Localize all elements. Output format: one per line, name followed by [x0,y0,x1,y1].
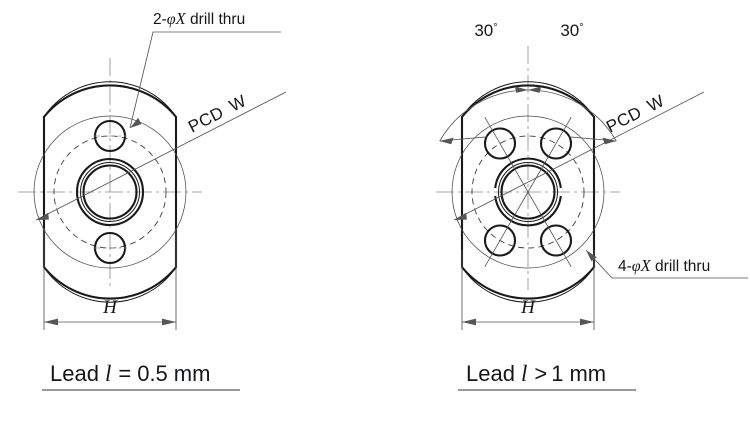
right-width-dimension-label: H [520,297,536,318]
right-bore-inner-circle [500,164,556,220]
left-bore-mid-circle [80,162,140,222]
right-angle-ext-right [568,136,617,142]
right-angle-ext-left [439,136,488,142]
right-center-lines [436,46,620,290]
right-hole-radial-lines [484,117,572,267]
right-radial-line-top-left [484,117,529,193]
left-center-bore [75,157,145,227]
left-dim-arrow-left [44,318,58,326]
right-angle-arc-right [527,89,617,142]
right-width-dimension: H [461,250,595,330]
right-drill-hole-top-right [539,127,573,160]
right-angle-label-left: 30° [474,21,497,40]
left-top-chamfer-line [46,81,174,113]
right-hole-callout-leader [585,249,748,279]
right-drill-hole-bottom-left [483,224,517,257]
left-drill-holes [93,119,127,265]
right-radial-line-top-right [527,117,572,193]
left-pcd-leader-line [35,91,287,221]
left-pcd-circle [53,135,167,249]
left-bore-outer-circle [75,157,145,227]
right-pcd-label: PCDW [603,91,667,136]
left-hole-callout-leader [129,31,281,129]
right-pcd-circle [471,135,585,249]
left-bottom-chamfer-line [46,271,174,303]
right-bottom-chamfer-line [464,271,592,303]
right-dim-arrow-right [580,318,594,326]
right-drill-hole-top-left [483,127,517,160]
left-dim-arrow-right [162,318,176,326]
right-angle-arc-left [439,89,529,142]
left-hole-callout: 2-φX drill thru [129,9,281,129]
right-drill-hole-bottom-right [539,224,573,257]
right-hole-callout: 4-φX drill thru [585,249,748,279]
right-flange-view: 30° 30° PCDW 4-φX drill thru H [436,21,748,330]
left-pcd-arrowhead [36,212,49,220]
left-flange-view: 2-φX drill thru PCDW H [18,9,287,330]
left-hole-callout-arrowhead [130,117,142,128]
right-hole-callout-label: 4-φX drill thru [618,256,710,275]
right-outer-construction-circle [451,115,605,269]
left-width-dimension-label: H [102,297,118,318]
right-dim-arrow-left [462,318,476,326]
right-radial-line-bottom-left [484,191,529,267]
left-outer-construction-circle [33,115,187,269]
left-bore-inner-circle [82,164,138,220]
right-bore-mid-circle [498,162,558,222]
left-center-lines [18,58,202,290]
right-radial-line-bottom-right [527,191,572,267]
right-top-chamfer-line [464,81,592,113]
right-bore-outer-arc-bottom [494,195,562,227]
right-angle-arrow-right-inner [528,86,542,93]
right-angle-arrow-left-inner [514,86,528,93]
right-drill-holes [483,127,573,257]
right-center-bore [494,157,562,227]
left-hole-callout-label: 2-φX drill thru [153,9,245,28]
left-width-dimension: H [43,228,177,330]
right-angle-dimensions: 30° 30° [439,21,617,145]
right-pcd-leader-line [453,91,705,221]
right-angle-label-right: 30° [560,21,583,40]
left-pcd-callout: PCDW [35,91,287,221]
right-bore-outer-arc-top [494,157,562,189]
left-pcd-label: PCDW [185,91,249,136]
right-pcd-arrowhead [454,212,467,220]
right-angle-arrow-left-outer [439,137,454,145]
